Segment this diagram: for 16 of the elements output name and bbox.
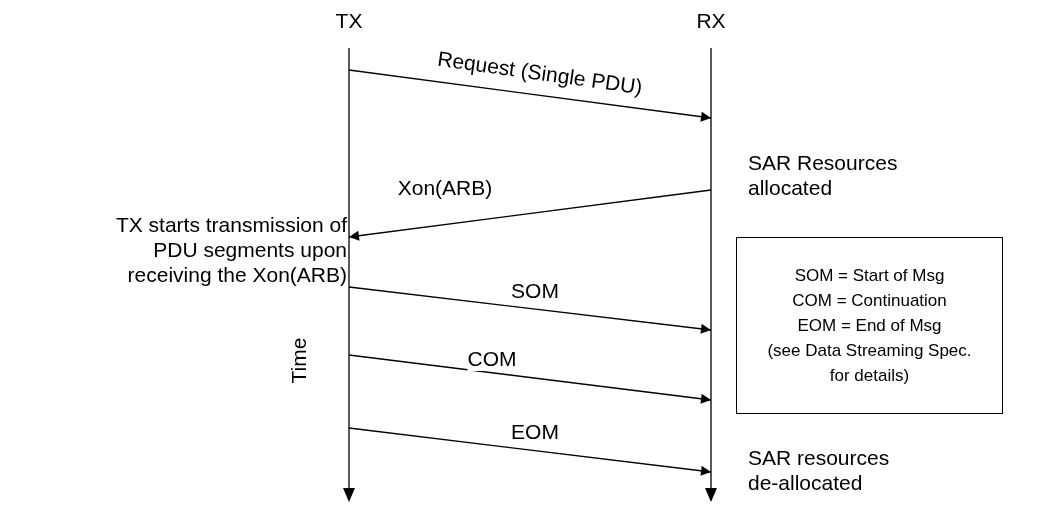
participant-label: RX: [695, 8, 727, 33]
annotation-text: SAR Resources allocated: [748, 150, 899, 200]
annotation-text: TX starts transmission of PDU segments upon receiving the Xon(ARB): [114, 212, 347, 287]
message-arrow: [348, 189, 712, 241]
message-arrow: [348, 286, 712, 334]
message-arrow: [348, 354, 712, 404]
axis-label: Time: [285, 336, 311, 386]
note-text: (see Data Streaming Spec. for details): [766, 340, 973, 387]
note-box: [736, 237, 1003, 414]
note-text: COM = Continuation: [792, 290, 947, 312]
note-text: SOM = Start of Msg: [794, 265, 945, 287]
participant-label: TX: [334, 8, 364, 33]
note-text: EOM = End of Msg: [797, 315, 942, 337]
message-arrow: [348, 69, 712, 122]
message-arrow: [348, 427, 712, 476]
annotation-text: SAR resources de-allocated: [748, 445, 891, 495]
